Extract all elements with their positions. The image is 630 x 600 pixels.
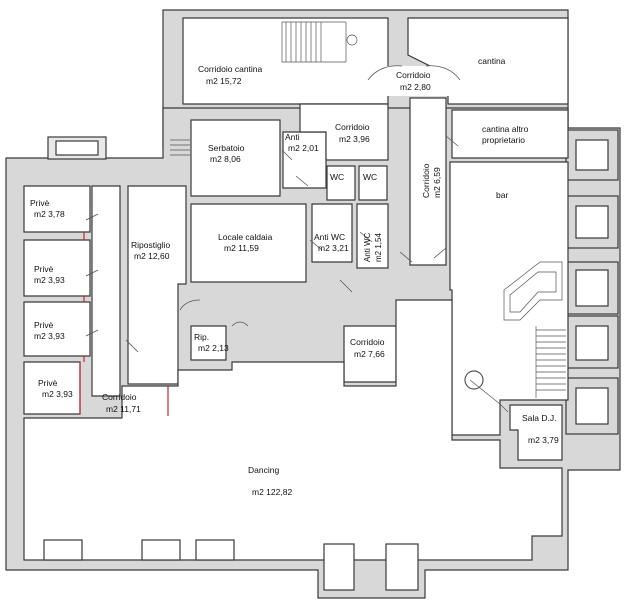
label-cantina: cantina [478, 56, 506, 66]
label-ripostiglio: Ripostiglio [131, 240, 170, 250]
label-prive-3: Privè [34, 320, 54, 330]
red-partitions [79, 232, 169, 416]
room-corridoio-vert [409, 97, 447, 266]
area-anti-wc-1: m2 3,21 [318, 243, 349, 253]
area-corridoio-mid: m2 3,96 [339, 134, 370, 144]
room-bar [449, 161, 569, 436]
area-serbatoio: m2 8,06 [210, 154, 241, 164]
label-anti-wc-1: Anti WC [314, 232, 345, 242]
area-corridoio-vert: m2 6,59 [432, 167, 442, 198]
label-wc-1: WC [330, 172, 344, 182]
label-bar: bar [496, 190, 508, 200]
label-corridoio-top: Corridoio [396, 70, 431, 80]
area-locale-caldaia: m2 11,59 [224, 243, 259, 253]
label-corridoio-vert: Corridoio [421, 163, 431, 198]
area-anti-wc-2: m2 1,54 [374, 233, 383, 262]
label-cantina-altro-2: proprietario [482, 135, 525, 145]
rooms [23, 17, 569, 561]
room-wc-1 [326, 165, 356, 201]
label-corridoio-bottom: Corridoio [102, 392, 137, 402]
room-rip [190, 325, 227, 361]
label-corridoio-mid: Corridoio [335, 122, 370, 132]
room-prive-4 [23, 361, 81, 415]
room-prive-3 [23, 301, 91, 357]
area-corridoio-cantina: m2 15,72 [206, 76, 242, 86]
room-sala-dj [509, 404, 563, 461]
room-prive-2 [23, 239, 91, 297]
doors [85, 65, 461, 353]
label-prive-1: Privè [30, 198, 50, 208]
label-sala-dj: Sala D.J. [522, 413, 557, 423]
area-prive-3: m2 3,93 [34, 331, 65, 341]
area-prive-1: m2 3,78 [34, 209, 65, 219]
label-rip: Rip. [194, 332, 209, 342]
room-corridoio-11-71-strip [91, 185, 121, 397]
room-ripostiglio [127, 185, 187, 385]
room-wc-2 [358, 165, 388, 201]
label-serbatoio: Serbatoio [208, 143, 245, 153]
room-corridoio-mid [299, 103, 389, 161]
area-prive-2: m2 3,93 [34, 275, 65, 285]
area-rip: m2 2,13 [198, 343, 229, 353]
room-cantina-altro [451, 109, 569, 159]
area-corridoio-bottom: m2 11,71 [106, 404, 141, 414]
room-anti-wc-2 [356, 203, 389, 269]
area-corridoio-low: m2 7,66 [354, 349, 385, 359]
area-anti: m2 2,01 [288, 143, 319, 153]
label-corridoio-low: Corridoio [350, 337, 385, 347]
room-dancing [23, 299, 563, 561]
label-corridoio-cantina: Corridoio cantina [198, 64, 263, 74]
room-anti-wc-1 [311, 203, 353, 263]
label-cantina-altro: cantina altro [482, 124, 529, 134]
area-sala-dj: m2 3,79 [528, 435, 559, 445]
stairs [170, 21, 566, 413]
area-ripostiglio: m2 12,60 [134, 251, 170, 261]
label-dancing: Dancing [248, 465, 279, 475]
room-serbatoio [190, 119, 281, 197]
label-locale-caldaia: Locale caldaia [218, 232, 273, 242]
room-locale-caldaia [190, 203, 307, 283]
label-wc-2: WC [363, 172, 377, 182]
room-prive-1 [23, 185, 91, 233]
room-corridoio-cantina [182, 17, 389, 105]
room-labels: Corridoio cantina m2 15,72 Corridoio m2 … [30, 56, 559, 497]
label-anti: Anti [285, 132, 300, 142]
label-prive-4: Privè [38, 378, 58, 388]
area-prive-4: m2 3,93 [42, 389, 73, 399]
area-dancing: m2 122,82 [252, 487, 292, 497]
area-corridoio-top: m2 2,80 [400, 82, 431, 92]
label-prive-2: Privè [34, 264, 54, 274]
room-corridoio-top [368, 66, 460, 96]
label-anti-wc-2: Anti WC [363, 232, 372, 262]
exterior-details [43, 136, 609, 591]
